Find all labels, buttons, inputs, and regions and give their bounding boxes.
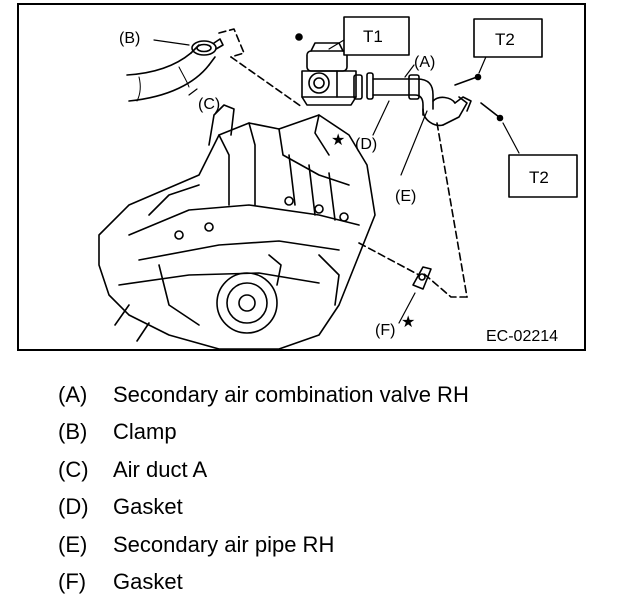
gasket-d-drawing [353, 72, 374, 100]
star-icon: ★ [331, 132, 345, 149]
legend-text: Secondary air pipe RH [113, 531, 335, 557]
legend-text: Clamp [113, 419, 177, 445]
combination-valve-drawing [295, 33, 357, 106]
air-duct-a-drawing [126, 44, 216, 102]
legend-key: (E) [58, 531, 88, 557]
duct-guide-line [218, 28, 245, 58]
secondary-air-pipe-drawing [372, 74, 472, 127]
callout-f: (F) [375, 322, 395, 339]
torque-box-t2-top [473, 18, 543, 58]
callout-e: (E) [395, 188, 416, 205]
legend-item: (F) Gasket [58, 564, 598, 602]
legend-text: Air duct A [113, 456, 208, 482]
legend-key: (C) [58, 456, 89, 482]
torque-box-t1 [343, 16, 410, 56]
torque-label-t1: T1 [363, 27, 383, 46]
callout-d: (D) [355, 136, 377, 153]
torque-label-t2-right: T2 [529, 168, 549, 187]
legend-text: Secondary air combination valve RH [113, 381, 469, 407]
clamp-drawing [191, 38, 224, 56]
legend-item: (C) Air duct A [58, 451, 598, 489]
legend-key: (B) [58, 419, 88, 445]
parts-legend: (A) Secondary air combination valve RH (… [58, 376, 598, 601]
legend-text: Gasket [113, 569, 183, 595]
legend-key: (A) [58, 381, 88, 407]
legend-text: Gasket [113, 494, 183, 520]
legend-item: (B) Clamp [58, 414, 598, 452]
legend-item: (A) Secondary air combination valve RH [58, 376, 598, 414]
torque-label-t2-top: T2 [495, 30, 515, 49]
legend-item: (D) Gasket [58, 489, 598, 527]
torque-box-t2-right [508, 154, 578, 198]
legend-item: (E) Secondary air pipe RH [58, 526, 598, 564]
gasket-f-drawing [412, 266, 432, 290]
callout-b: (B) [119, 30, 140, 47]
figure-id: EC-02214 [486, 328, 558, 345]
bolt-t2-right [480, 102, 500, 118]
legend-key: (F) [58, 569, 87, 595]
engine-diagram: (B) (C) (A) (D) (E) (F) ★ ★ T1 T2 T2 EC-… [98, 16, 578, 349]
parts-diagram-figure: (B) (C) (A) (D) (E) (F) ★ ★ T1 T2 T2 EC-… [17, 3, 586, 351]
bolt-t2-top [454, 76, 478, 86]
star-icon: ★ [401, 314, 415, 331]
engine-block-drawing [98, 104, 376, 349]
callout-c: (C) [198, 96, 220, 113]
legend-key: (D) [58, 494, 89, 520]
callout-a: (A) [414, 54, 435, 71]
